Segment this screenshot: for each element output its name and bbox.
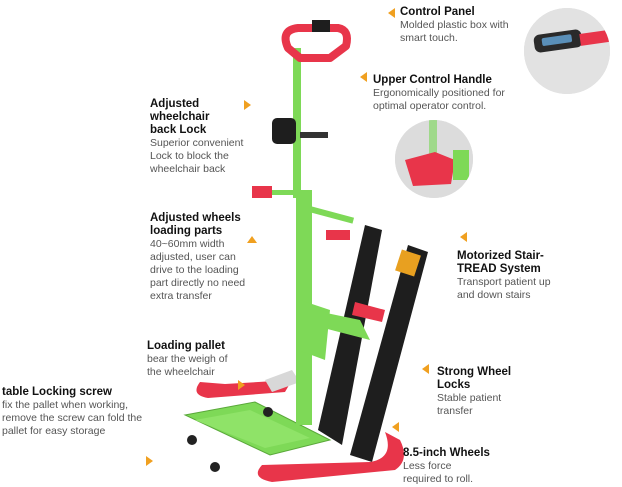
callout-wheels: 8.5-inch Wheels Less force required to r…	[403, 447, 493, 486]
arrow-icon	[146, 456, 153, 466]
callout-back-lock: Adjusted wheelchair back Lock Superior c…	[150, 98, 250, 176]
callout-desc: Transport patient up and down stairs	[457, 276, 551, 301]
handle-detail-icon	[395, 120, 473, 198]
arrow-icon	[422, 364, 429, 374]
callout-table-lock: table Locking screw fix the pallet when …	[2, 386, 152, 438]
arrow-icon	[247, 236, 257, 243]
callout-title: Control Panel	[400, 6, 475, 18]
callout-title: Adjusted wheels loading parts	[150, 212, 241, 237]
callout-upper-handle: Upper Control Handle Ergonomically posit…	[373, 74, 513, 113]
callout-title: table Locking screw	[2, 386, 112, 398]
callout-wheels-loading: Adjusted wheels loading parts 40~60mm wi…	[150, 212, 252, 303]
callout-desc: bear the weigh of the wheelchair	[147, 353, 228, 378]
arrow-icon	[460, 232, 467, 242]
callout-desc: 40~60mm width adjusted, user can drive t…	[150, 238, 246, 302]
arrow-icon	[360, 72, 367, 82]
callout-desc: Ergonomically positioned for optimal ope…	[373, 87, 505, 112]
callout-desc: Less force required to roll.	[403, 460, 474, 485]
callout-desc: Molded plastic box with smart touch.	[400, 19, 509, 44]
arrow-icon	[392, 422, 399, 432]
control-panel-icon	[524, 8, 610, 94]
callout-title: Strong Wheel Locks	[437, 366, 512, 391]
callout-wheel-locks: Strong Wheel Locks Stable patient transf…	[437, 366, 537, 418]
callout-title: Adjusted wheelchair back Lock	[150, 98, 210, 136]
callout-control-panel: Control Panel Molded plastic box with sm…	[400, 6, 530, 45]
callout-desc: Stable patient transfer	[437, 392, 502, 417]
control-panel-zoom-circle	[524, 8, 610, 94]
callout-title: Motorized Stair-TREAD System	[457, 250, 544, 275]
callout-motorized: Motorized Stair-TREAD System Transport p…	[457, 250, 567, 302]
upper-handle-zoom-circle	[395, 120, 473, 198]
arrow-icon	[244, 100, 251, 110]
arrow-icon	[388, 8, 395, 18]
callout-title: Upper Control Handle	[373, 74, 492, 86]
callout-title: Loading pallet	[147, 340, 225, 352]
callout-title: 8.5-inch Wheels	[403, 447, 490, 459]
callout-desc: fix the pallet when working, remove the …	[2, 399, 143, 437]
callout-loading-pallet: Loading pallet bear the weigh of the whe…	[147, 340, 247, 379]
arrow-icon	[238, 380, 245, 390]
callout-desc: Superior convenient Lock to block the wh…	[150, 137, 244, 175]
